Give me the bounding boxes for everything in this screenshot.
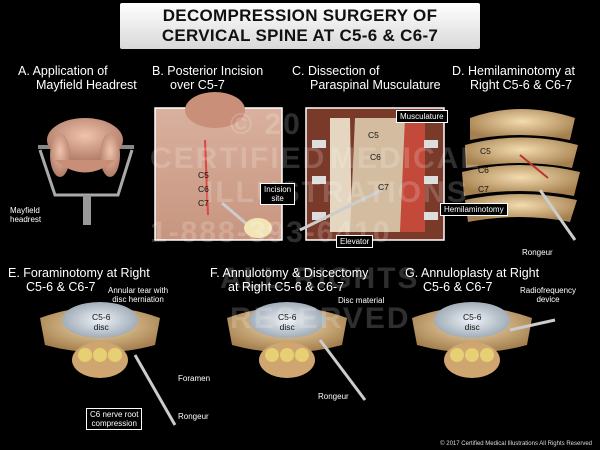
d-c6-label: C6	[478, 165, 489, 175]
copyright-notice: © 2017 Certified Medical Illustrations A…	[440, 441, 592, 447]
e-rongeur-label: Rongeur	[178, 412, 209, 421]
axial-drawing-g	[412, 302, 556, 378]
f-rongeur-label: Rongeur	[318, 392, 349, 401]
d-c5-label: C5	[480, 146, 491, 156]
nerve-root-label: C6 nerve root compression	[86, 408, 143, 430]
panel-f-title: F. Annulotomy & Discectomy at Right C5-6…	[210, 266, 369, 294]
c-c5-label: C5	[368, 130, 379, 140]
watermark-line: RESERVED	[230, 302, 411, 335]
musculature-label: Musculature	[396, 110, 448, 123]
headrest-drawing	[38, 118, 134, 225]
annular-tear-label: Annular tear with disc herniation	[108, 286, 169, 304]
watermark-line: MEDICAL	[330, 142, 481, 175]
g-disc-label: C5-6 disc	[463, 312, 482, 332]
elevator-label: Elevator	[336, 235, 374, 248]
panel-b-title: B. Posterior Incision over C5-7	[152, 64, 264, 92]
panel-e-title: E. Foraminotomy at Right C5-6 & C6-7	[8, 266, 150, 294]
posterior-neck-drawing	[154, 92, 283, 241]
title-line: CERVICAL SPINE AT C5-6 & C6-7	[161, 26, 439, 45]
b-c7-label: C7	[198, 198, 209, 208]
panel-g-title: G. Annuloplasty at Right C5-6 & C6-7	[405, 266, 540, 294]
disc-material-label: Disc material	[338, 296, 385, 305]
panel-c-title: C. Dissection of Paraspinal Musculature	[292, 64, 441, 92]
axial-drawing-e	[40, 302, 177, 426]
radiofrequency-device-label: Radiofrequency device	[520, 286, 577, 304]
dissection-drawing	[299, 107, 445, 241]
watermark-line: ALL RIGHTS	[220, 262, 420, 295]
hemilaminotomy-label: Hemilaminotomy	[440, 203, 508, 216]
title-banner: DECOMPRESSION SURGERY OF CERVICAL SPINE …	[120, 3, 480, 49]
panel-a-title: A. Application of Mayfield Headrest	[18, 64, 137, 92]
d-rongeur-label: Rongeur	[522, 248, 553, 257]
watermark-line: ILLUSTRATIONS	[205, 176, 469, 209]
watermark-line: CERTIFIED	[150, 142, 327, 175]
mayfield-headrest-label: Mayfield headrest	[10, 206, 42, 224]
panel-d-title: D. Hemilaminotomy at Right C5-6 & C6-7	[452, 64, 575, 92]
c-c6-label: C6	[370, 152, 381, 162]
b-c5-label: C5	[198, 170, 209, 180]
axial-drawing-f	[227, 302, 367, 401]
c-c7-label: C7	[378, 182, 389, 192]
incision-site-label: Incision site	[260, 183, 296, 205]
watermark-line: © 20	[230, 108, 302, 141]
f-disc-label: C5-6 disc	[278, 312, 297, 332]
title-line: DECOMPRESSION SURGERY OF	[162, 6, 438, 25]
foramen-label: Foramen	[178, 374, 211, 383]
b-c6-label: C6	[198, 184, 209, 194]
d-c7-label: C7	[478, 184, 489, 194]
e-disc-label: C5-6 disc	[92, 312, 111, 332]
